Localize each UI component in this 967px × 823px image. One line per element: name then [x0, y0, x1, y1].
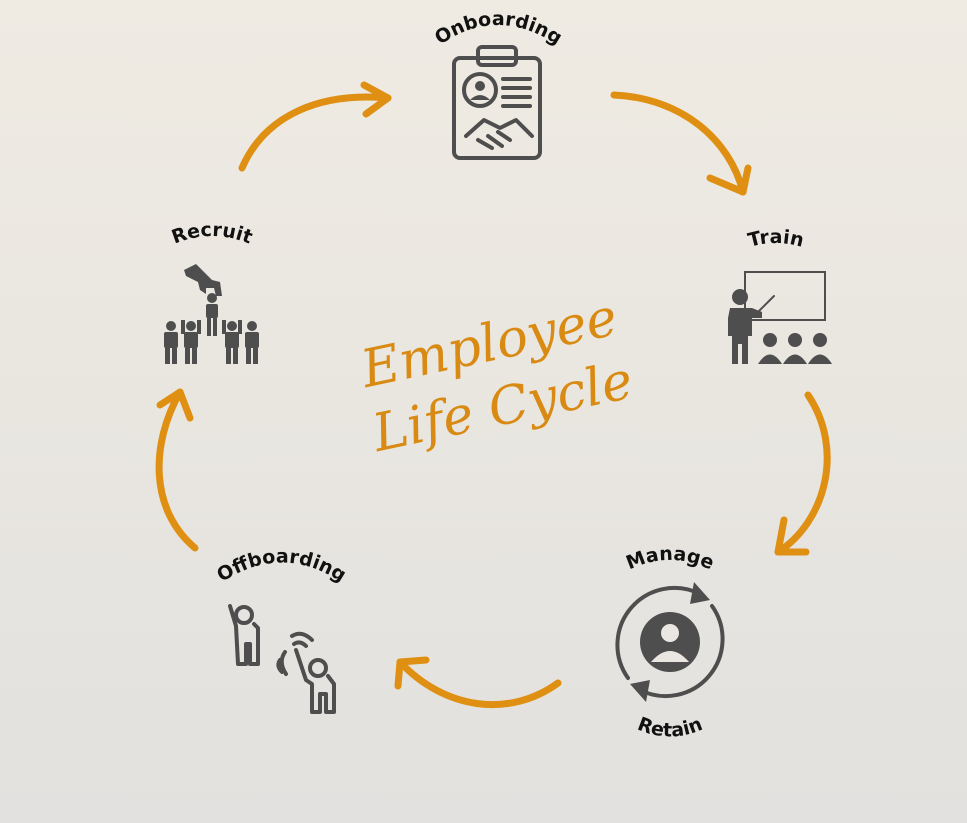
- stage-onboarding: Onboarding: [431, 8, 566, 160]
- waving-people-icon: [228, 604, 336, 714]
- stage-train: Train: [728, 226, 832, 364]
- stage-label-offboarding: Offboarding: [213, 545, 350, 586]
- stage-label-train-text: Train: [746, 226, 806, 252]
- stage-label-onboarding-text: Onboarding: [431, 8, 566, 49]
- stage-label-recruit: Recruit: [169, 219, 256, 249]
- user-cycle-icon: [615, 582, 725, 702]
- stage-label-manage-text: Manage: [623, 543, 717, 574]
- clipboard-handshake-icon: [452, 45, 542, 160]
- stage-manage-retain: Manage Retain: [615, 543, 725, 742]
- stage-label-onboarding: Onboarding: [431, 8, 566, 49]
- arrow-train-to-manage: [774, 391, 831, 556]
- stage-label-offboarding-text: Offboarding: [213, 545, 350, 586]
- stage-label-recruit-text: Recruit: [169, 219, 256, 249]
- stage-offboarding: Offboarding: [213, 545, 350, 714]
- stage-label-train: Train: [746, 226, 806, 252]
- stage-label-manage: Manage: [623, 543, 717, 574]
- stage-recruit: Recruit: [164, 219, 259, 364]
- arrow-offboarding-to-recruit: [155, 388, 199, 552]
- presentation-icon: [728, 271, 832, 364]
- hand-picking-person-icon: [164, 264, 259, 364]
- arrow-recruit-to-onboarding: [238, 81, 392, 172]
- center-title: Employee Life Cycle: [355, 287, 638, 464]
- stage-label-retain: Retain: [635, 713, 706, 742]
- arrow-onboarding-to-train: [610, 91, 752, 196]
- stage-label-retain-text: Retain: [635, 713, 706, 742]
- arrow-manage-to-offboarding: [394, 656, 562, 709]
